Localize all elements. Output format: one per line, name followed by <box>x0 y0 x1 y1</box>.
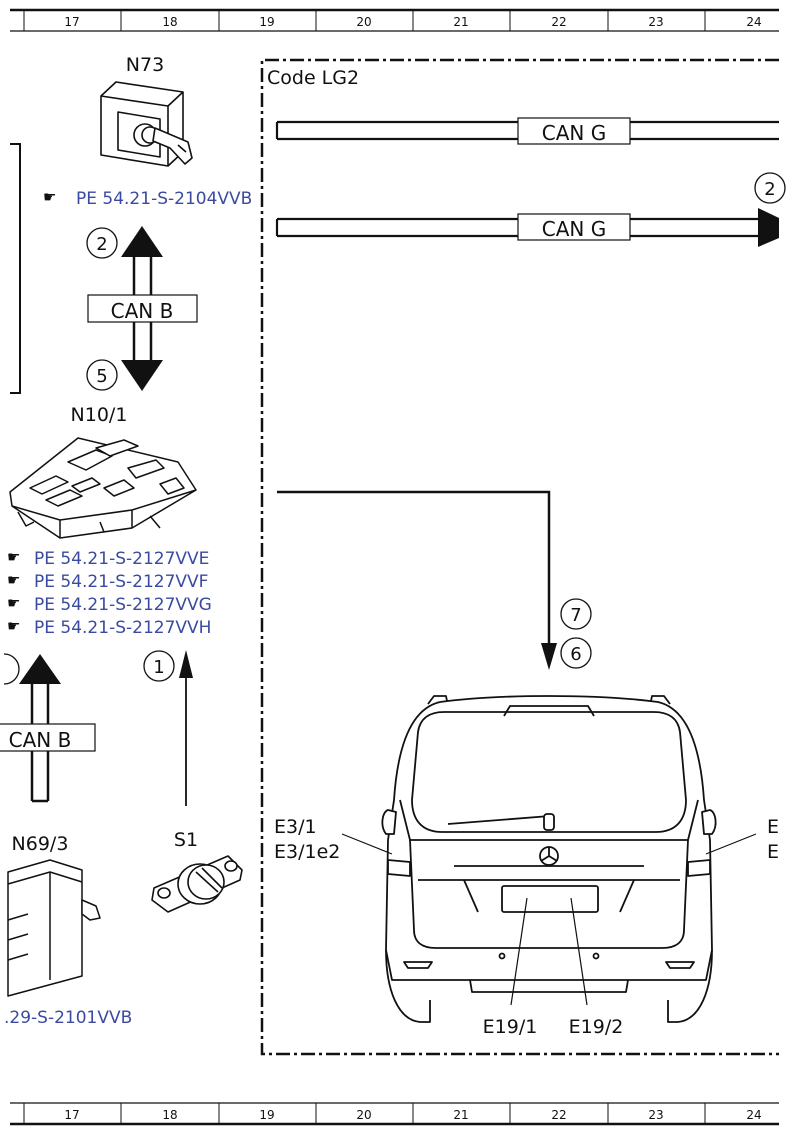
column-number: 24 <box>746 15 761 29</box>
n10-circle-number: 5 <box>86 359 118 391</box>
column-number: 21 <box>453 15 468 29</box>
circle-number: 5 <box>96 366 107 387</box>
can-b-upper-label: CAN B <box>111 299 174 323</box>
n10-1-references: ☛ PE 54.21-S-2127VVE ☛ PE 54.21-S-2127VV… <box>7 548 212 638</box>
n69-3-control-unit-icon <box>7 859 101 997</box>
ignition-switch-icon <box>100 81 193 167</box>
n10-1-reference-link[interactable]: PE 54.21-S-2127VVF <box>34 572 208 592</box>
pointing-hand-icon: ☛ <box>7 571 20 589</box>
circle-number: 1 <box>153 657 164 678</box>
column-number: 17 <box>64 15 79 29</box>
column-number: 23 <box>648 1108 663 1122</box>
vehicle-signal-line <box>277 490 557 670</box>
n69-3-reference-link[interactable]: .29-S-2101VVB <box>4 1008 132 1028</box>
pointing-hand-icon: ☛ <box>7 617 20 635</box>
top-column-numbers: 17 18 19 20 21 22 23 24 <box>64 15 761 29</box>
column-number: 19 <box>259 1108 274 1122</box>
n10-1-reference-link[interactable]: PE 54.21-S-2127VVH <box>34 618 211 638</box>
column-number: 21 <box>453 1108 468 1122</box>
can-g-right-number: 2 <box>754 172 786 204</box>
can-b-lower-label: CAN B <box>9 728 72 752</box>
light-switch-icon <box>151 855 243 913</box>
column-number: 18 <box>162 1108 177 1122</box>
n73-circle-number: 2 <box>86 227 118 259</box>
can-b-lower-label-box <box>0 723 96 752</box>
column-number: 19 <box>259 15 274 29</box>
n73-reference-link[interactable]: PE 54.21-S-2104VVB <box>76 189 252 209</box>
pointing-hand-icon: ☛ <box>43 188 56 206</box>
n10-1-reference-link[interactable]: PE 54.21-S-2127VVE <box>34 549 209 569</box>
s1-label: S1 <box>174 829 198 851</box>
n10-1-reference-link[interactable]: PE 54.21-S-2127VVG <box>34 595 212 615</box>
pointing-hand-icon: ☛ <box>7 548 20 566</box>
vehicle-circle-number-top: 7 <box>560 598 592 630</box>
e3-right-label: E <box>767 816 779 838</box>
column-number: 20 <box>356 1108 371 1122</box>
pointing-hand-icon: ☛ <box>7 594 20 612</box>
n73-reference: ☛ PE 54.21-S-2104VVB <box>43 188 252 209</box>
column-number: 22 <box>551 1108 566 1122</box>
vehicle-circle-number-bottom: 6 <box>560 637 592 669</box>
code-lg2-title: Code LG2 <box>267 67 359 89</box>
e3-1e2-label: E3/1e2 <box>274 841 340 863</box>
e19-1-label: E19/1 <box>483 1016 538 1038</box>
can-g-bottom-label: CAN G <box>542 217 606 241</box>
column-number: 20 <box>356 15 371 29</box>
can-g-top-label-box <box>517 117 631 145</box>
column-number: 23 <box>648 15 663 29</box>
left-bracket <box>10 143 21 394</box>
column-number: 17 <box>64 1108 79 1122</box>
can-g-bottom-arrowhead <box>758 208 779 247</box>
n69-3-label: N69/3 <box>12 833 69 855</box>
code-lg2-boundary <box>260 58 779 1056</box>
circle-number: 2 <box>96 234 107 255</box>
control-unit-icon <box>9 437 197 539</box>
column-number: 18 <box>162 15 177 29</box>
bottom-column-numbers: 17 18 19 20 21 22 23 24 <box>64 1108 761 1122</box>
can-g-bottom-label-box <box>517 213 631 241</box>
circle-number: 7 <box>570 605 581 626</box>
top-column-ruler <box>10 8 779 32</box>
can-b-upper-label-box <box>87 294 198 323</box>
circle-number: 6 <box>570 644 581 665</box>
vehicle-rear-icon <box>381 695 717 1023</box>
e19-2-label: E19/2 <box>569 1016 624 1038</box>
partial-circle-number <box>3 653 20 685</box>
s1-signal-line <box>179 650 193 806</box>
vehicle-lead-lines <box>341 833 757 1006</box>
circle-number: 2 <box>764 179 775 200</box>
column-number: 24 <box>746 1108 761 1122</box>
n10-1-label: N10/1 <box>71 404 128 426</box>
n73-label: N73 <box>126 54 164 76</box>
can-g-top-label: CAN G <box>542 121 606 145</box>
e3-right-label-2: E <box>767 841 779 863</box>
s1-circle-number: 1 <box>143 650 175 682</box>
column-number: 22 <box>551 15 566 29</box>
bottom-column-ruler <box>10 1102 779 1126</box>
e3-1-label: E3/1 <box>274 816 317 838</box>
